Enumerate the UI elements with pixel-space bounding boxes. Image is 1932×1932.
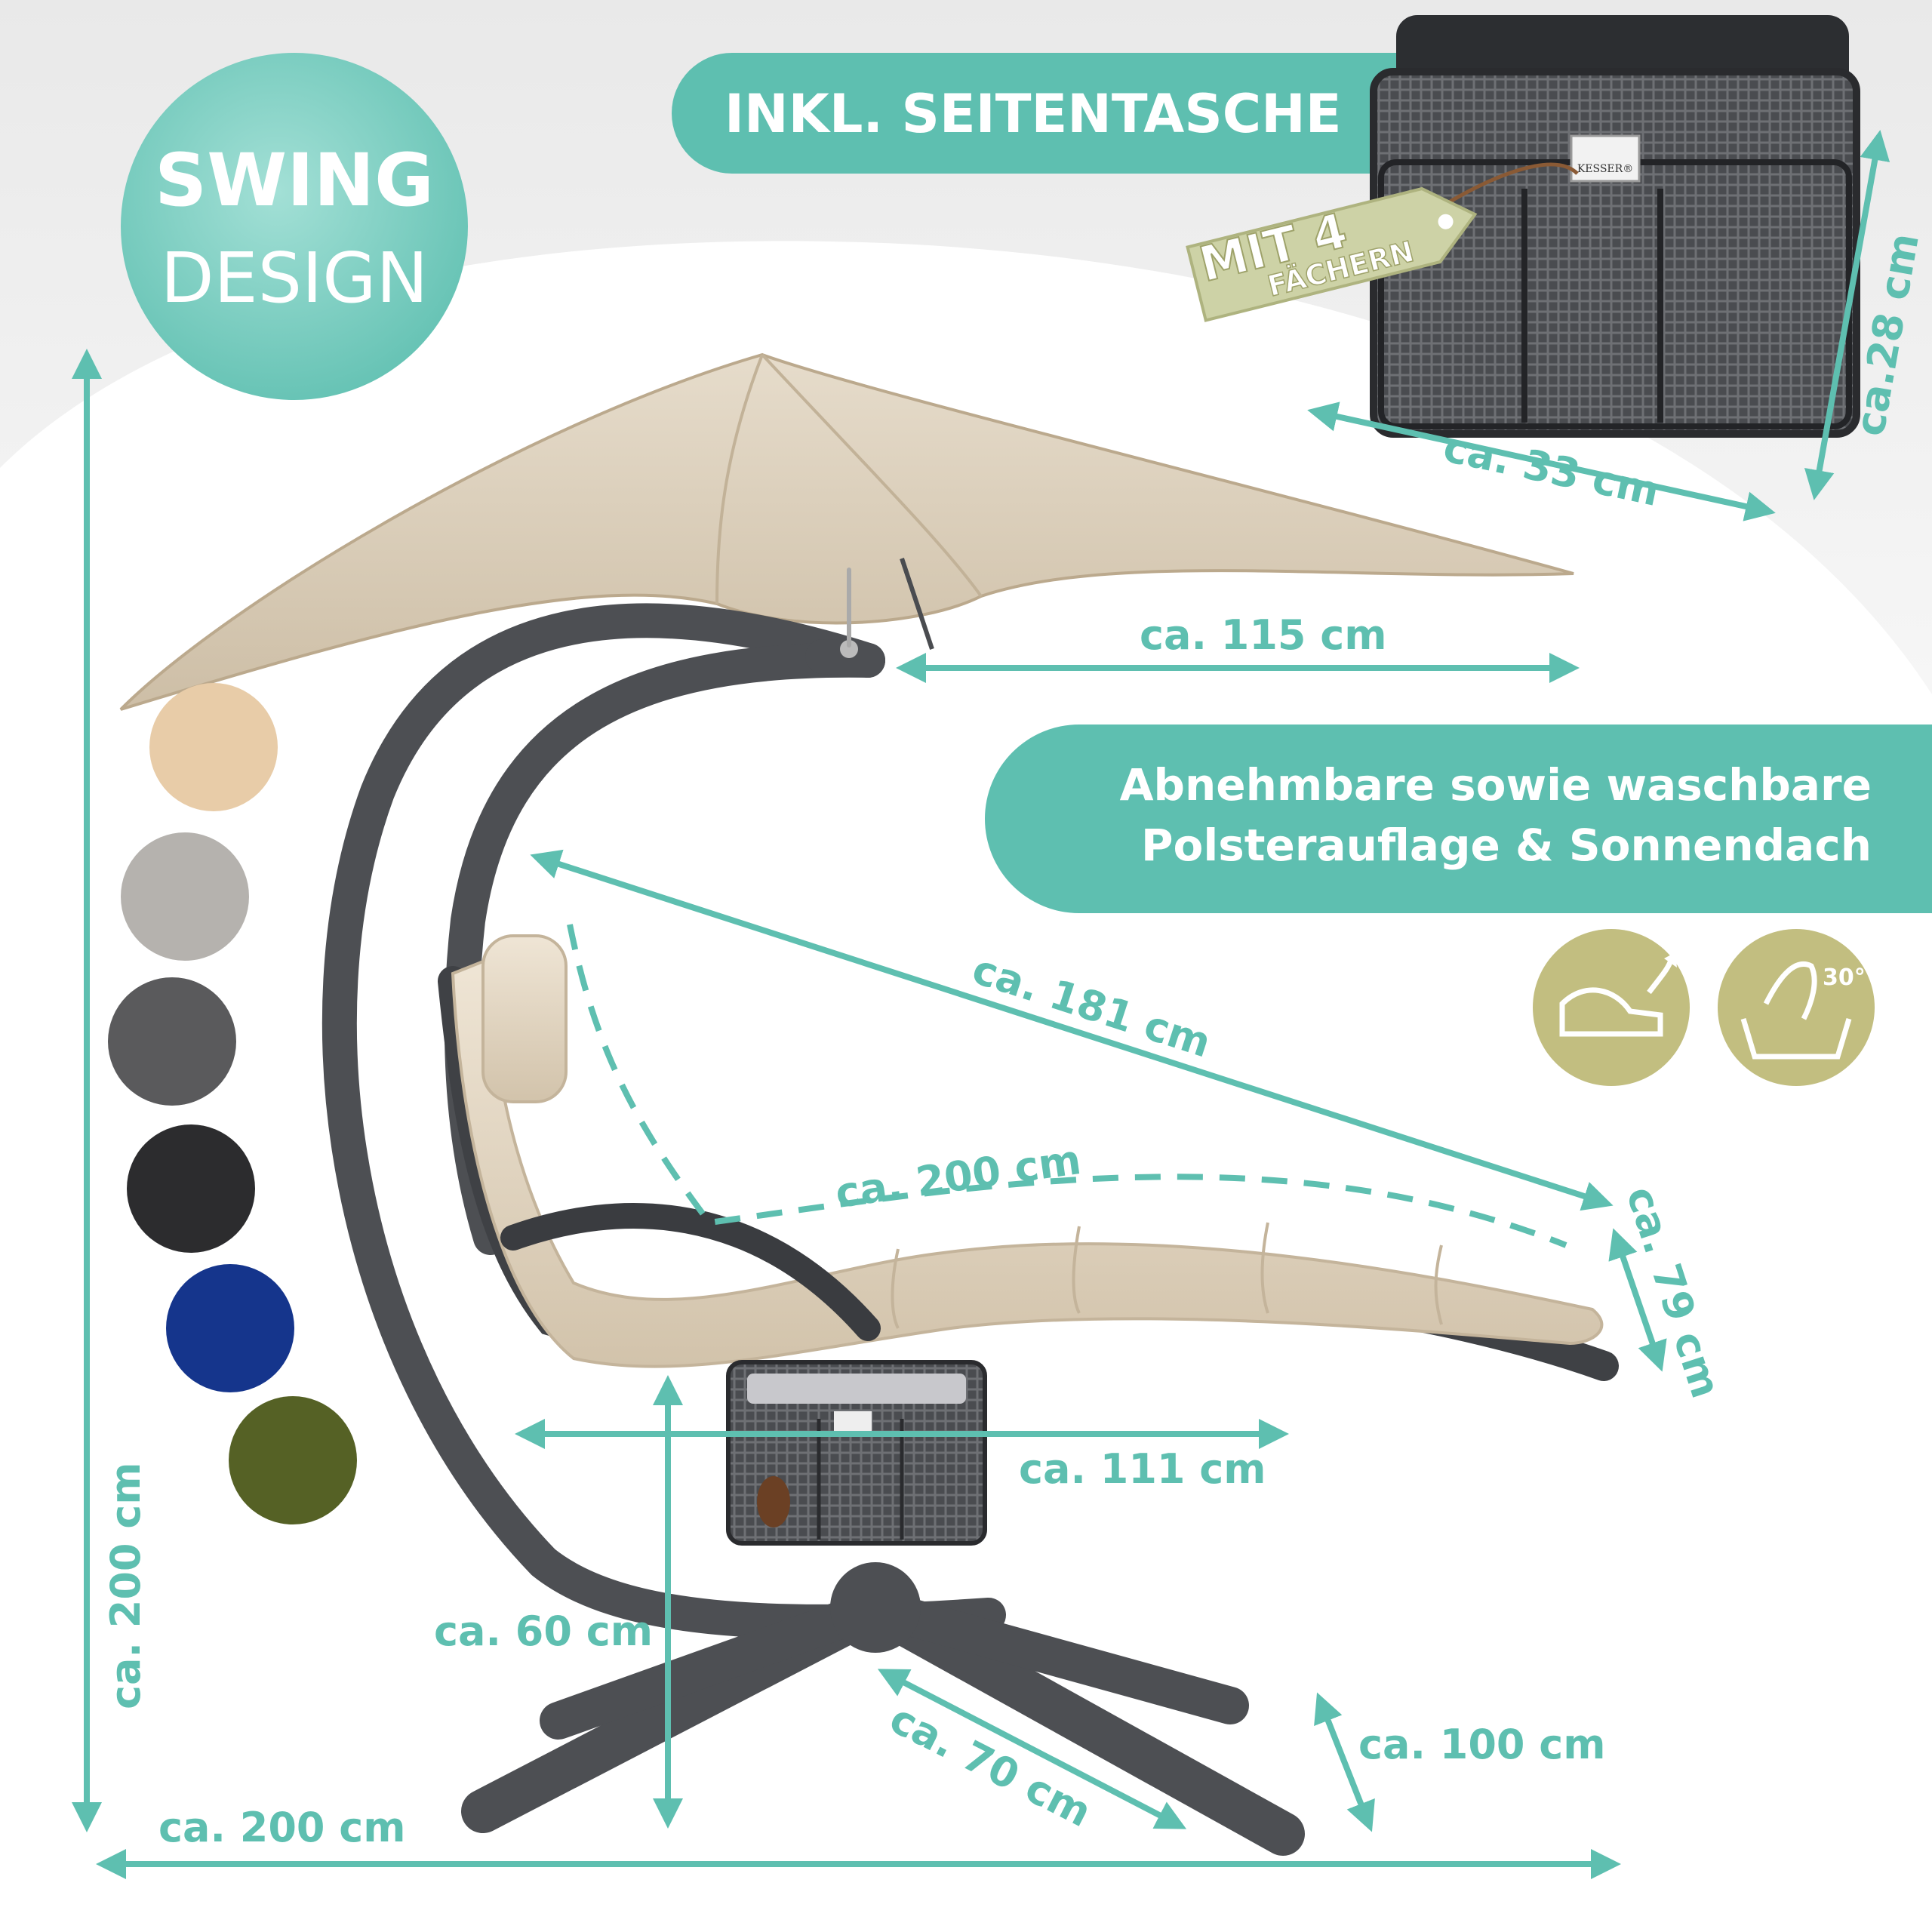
bag-width-arrow [1307,401,1776,521]
side-bag-small [726,1360,987,1546]
side-bag-image: KESSER® [1370,15,1860,438]
seat-width-label: ca. 111 cm [1019,1445,1266,1493]
base-width-label: ca. 100 cm [1358,1721,1606,1768]
features-line1: Abnehmbare sowie waschbare [1120,759,1872,811]
color-swatch-olive[interactable] [229,1396,357,1524]
seat-height-label: ca. 60 cm [434,1607,653,1655]
cushion-dashed [567,924,1567,1248]
base-width-arrow [1314,1692,1375,1832]
headrest [481,934,568,1103]
color-swatch-anthracite[interactable] [127,1124,255,1253]
brand-label-text: KESSER® [1577,163,1633,175]
color-swatches [108,683,357,1524]
color-swatch-grey[interactable] [108,977,236,1106]
features-line2: Polsterauflage & Sonnendach [1141,820,1872,871]
badge-line2: DESIGN [161,238,429,318]
swing-design-badge: SWING DESIGN [121,53,468,400]
features-banner: Abnehmbare sowie waschbare Polsterauflag… [985,724,1932,913]
leg-arrow [877,1669,1187,1829]
removable-cover-icon [1533,929,1690,1086]
brand-label [1570,134,1641,183]
bag-height-arrow [1804,130,1890,500]
wash-30-icon: 30° [1718,929,1875,1086]
color-swatch-beige[interactable] [149,683,278,811]
wash-temp: 30° [1823,964,1866,991]
depth-arrow [1608,1228,1667,1372]
banner-top-text: INKL. SEITENTASCHE [724,83,1342,145]
badge-line1: SWING [155,138,434,223]
diagonal-arrow [530,849,1614,1211]
color-swatch-light-grey[interactable] [121,832,249,961]
canopy [119,352,1574,711]
total-length-label: ca. 200 cm [158,1804,406,1851]
color-swatch-blue[interactable] [166,1264,294,1392]
canopy-label: ca. 115 cm [1140,611,1387,659]
total-height-label: ca. 200 cm [102,1462,149,1709]
